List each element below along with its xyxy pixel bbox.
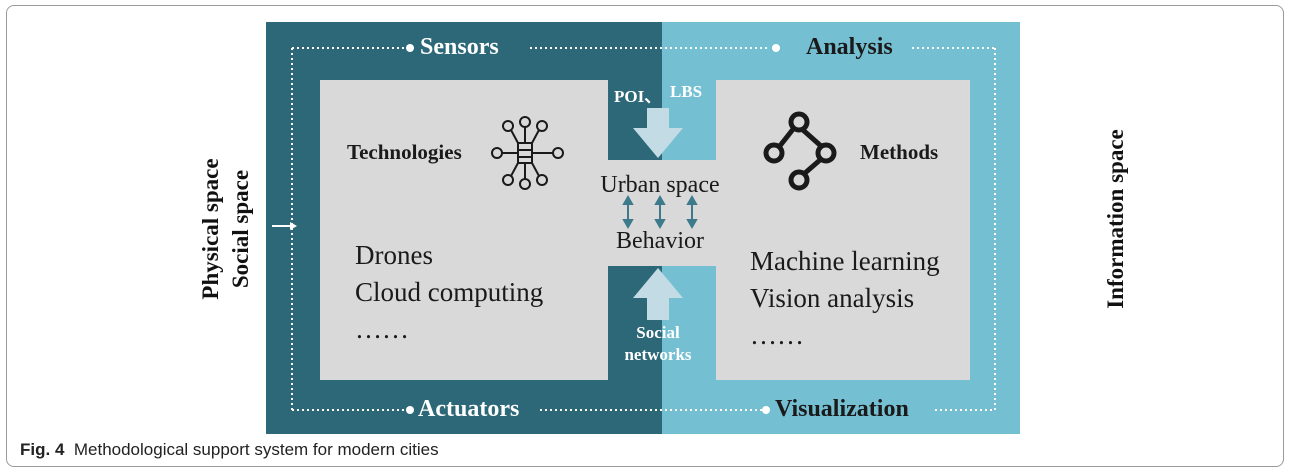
- technologies-box: [320, 80, 608, 380]
- social-space-label: Social space: [228, 169, 253, 289]
- behavior-label: Behavior: [616, 228, 704, 254]
- figure-caption: Fig. 4 Methodological support system for…: [20, 440, 439, 460]
- social-networks-label: Social networks: [624, 323, 692, 364]
- caption-text: Methodological support system for modern…: [73, 440, 439, 459]
- methods-graph-icon: [763, 111, 837, 191]
- technology-item: Drones: [355, 240, 433, 270]
- method-item: ……: [750, 320, 804, 350]
- double-arrow-icons: [622, 194, 698, 230]
- technologies-list: Drones Cloud computing ……: [355, 237, 543, 348]
- figure-number: Fig. 4: [20, 440, 65, 459]
- methods-box: [716, 80, 970, 380]
- urban-behavior-box: [606, 160, 718, 266]
- methods-title: Methods: [860, 140, 939, 164]
- technologies-title: Technologies: [347, 140, 462, 164]
- network-icon: [491, 116, 564, 190]
- methods-list: Machine learning Vision analysis ……: [750, 243, 940, 354]
- method-item: Machine learning: [750, 246, 940, 276]
- up-arrow-icon: [633, 268, 683, 320]
- urban-space-label: Urban space: [600, 172, 720, 198]
- information-space-label: Information space: [1103, 129, 1128, 309]
- visualization-label: Visualization: [775, 396, 909, 422]
- technology-item: Cloud computing: [355, 277, 544, 307]
- lbs-label: LBS: [670, 82, 703, 101]
- down-arrow-icon: [633, 108, 683, 158]
- actuators-label: Actuators: [418, 396, 520, 422]
- analysis-label: Analysis: [806, 34, 893, 60]
- method-item: Vision analysis: [750, 283, 915, 313]
- technology-item: ……: [355, 314, 409, 344]
- physical-space-label: Physical space: [198, 158, 223, 300]
- figure-frame: [6, 5, 1284, 467]
- sensors-label: Sensors: [420, 34, 499, 60]
- poi-label: POI、: [614, 87, 662, 106]
